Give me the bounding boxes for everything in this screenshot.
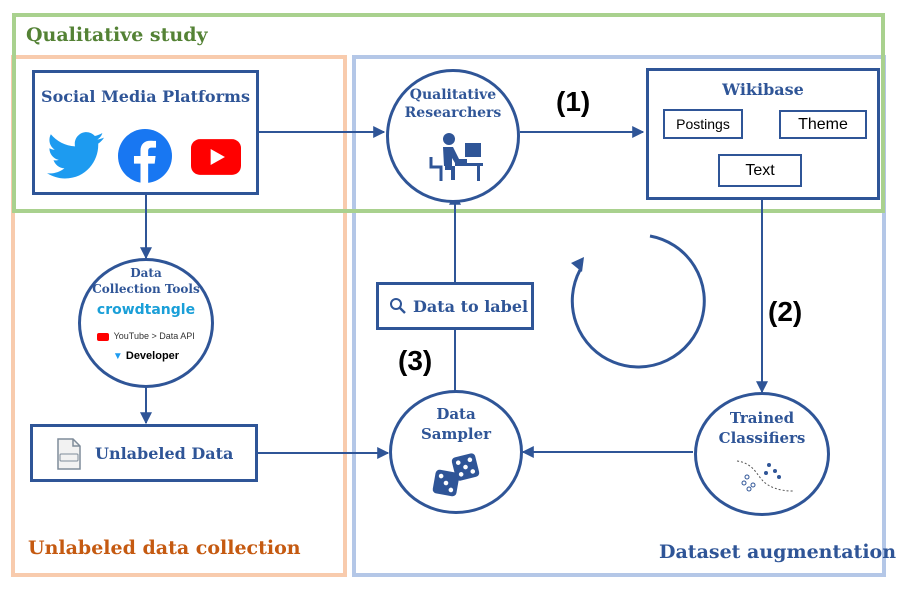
augmentation-region — [352, 55, 886, 577]
social-media-platforms-node: Social Media Platforms — [32, 70, 259, 195]
data-sampler-node: Data Sampler — [389, 390, 523, 514]
researchers-title-line2: Researchers — [404, 105, 502, 121]
dice-icon — [432, 453, 480, 497]
qualitative-researchers-node: Qualitative Researchers — [386, 69, 520, 203]
twitter-small-icon: ▼ — [112, 351, 123, 362]
classifiers-title-line1: Trained — [729, 409, 795, 427]
unlabeled-data-title: Unlabeled Data — [95, 444, 234, 463]
step-1-label: (1) — [556, 86, 591, 117]
facebook-icon — [118, 129, 172, 183]
qualitative-study-border — [12, 13, 885, 213]
data-to-label-title: Data to label — [413, 297, 529, 316]
data-collection-tools-node: Data Collection Tools crowdtangle YouTub… — [78, 258, 214, 388]
sampler-title-line1: Data — [436, 405, 476, 423]
tools-title-line1: Data — [130, 266, 162, 280]
theme-box: Theme — [779, 110, 867, 139]
trained-classifiers-node: Trained Classifiers — [694, 392, 830, 516]
unlabeled-collection-label: Unlabeled data collection — [28, 537, 301, 559]
classifier-plot-icon — [736, 460, 794, 492]
developer-label: Developer — [125, 350, 180, 362]
youtube-small-icon — [97, 332, 110, 341]
crowdtangle-logo: crowdtangle — [96, 302, 196, 318]
step-2-label: (2) — [768, 296, 803, 327]
augmentation-label: Dataset augmentation — [659, 541, 897, 563]
postings-box: Postings — [663, 109, 743, 139]
theme-label: Theme — [798, 116, 848, 133]
wikibase-title: Wikibase — [722, 80, 804, 99]
researchers-title-line1: Qualitative — [409, 87, 497, 103]
text-label: Text — [745, 162, 775, 179]
youtube-icon — [191, 139, 241, 175]
social-media-title: Social Media Platforms — [41, 87, 250, 106]
unlabeled-collection-region — [11, 55, 347, 577]
researcher-at-computer-icon — [429, 133, 483, 181]
tools-title-line2: Collection Tools — [92, 282, 200, 296]
step-3-label: (3) — [398, 345, 433, 376]
search-icon — [390, 298, 406, 314]
qualitative-study-label: Qualitative study — [26, 24, 208, 46]
classifiers-title-line2: Classifiers — [718, 429, 806, 447]
twitter-icon — [47, 132, 105, 179]
postings-label: Postings — [676, 116, 730, 132]
sampler-title-line2: Sampler — [420, 425, 492, 443]
youtube-api-row: YouTube > Data API — [81, 331, 211, 341]
twitter-developer-row: ▼ Developer — [81, 350, 211, 362]
json-file-icon — [57, 438, 81, 470]
data-to-label-node: Data to label — [376, 282, 534, 330]
text-box: Text — [718, 154, 802, 187]
unlabeled-data-node: Unlabeled Data — [30, 424, 258, 482]
youtube-api-label: YouTube > Data API — [113, 331, 195, 341]
